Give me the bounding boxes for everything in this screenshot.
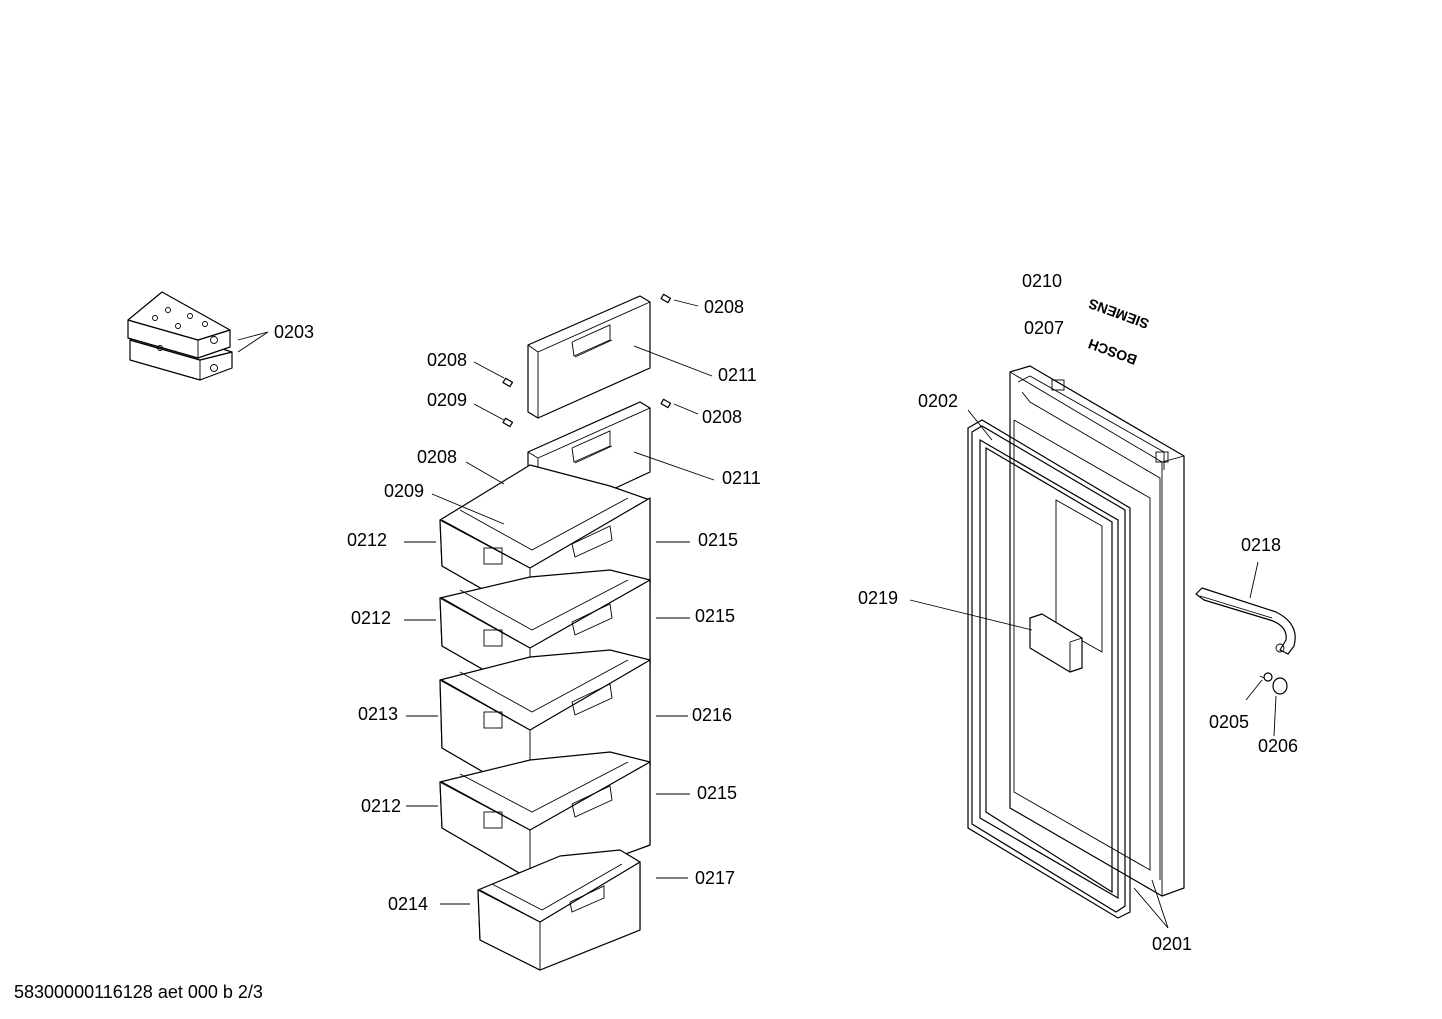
brand-badge-bosch: BOSCH — [1086, 336, 1139, 368]
callout-0215-third: 0215 — [697, 783, 737, 803]
callout-0206: 0206 — [1258, 736, 1298, 756]
callout-0216: 0216 — [692, 705, 732, 725]
callout-0211-lower: 0211 — [722, 468, 761, 488]
door-handle — [1195, 587, 1296, 655]
callout-0207: 0207 — [1024, 318, 1064, 338]
freezer-flap-upper — [527, 295, 651, 419]
callout-0202: 0202 — [918, 391, 958, 411]
callout-0201: 0201 — [1152, 934, 1192, 954]
freezer-door — [1009, 365, 1185, 897]
callout-0211-upper: 0211 — [718, 365, 757, 385]
cold-pack-pair — [127, 291, 233, 381]
callout-0212-third: 0212 — [361, 796, 401, 816]
callout-0208-mid-left: 0208 — [417, 447, 457, 467]
callout-0203: 0203 — [274, 322, 314, 342]
callout-0215-first: 0215 — [698, 530, 738, 550]
callout-0213: 0213 — [358, 704, 398, 724]
callout-0217: 0217 — [695, 868, 735, 888]
brand-badge-siemens: SIEMENS — [1086, 296, 1151, 333]
callout-0215-second: 0215 — [695, 606, 735, 626]
callout-0214: 0214 — [388, 894, 428, 914]
callout-0208-top-right: 0208 — [704, 297, 744, 317]
callout-0209-lower: 0209 — [384, 481, 424, 501]
callout-0212-first: 0212 — [347, 530, 387, 550]
callout-0205: 0205 — [1209, 712, 1249, 732]
callout-0210: 0210 — [1022, 271, 1062, 291]
handle-screw-and-cap — [1259, 672, 1288, 695]
door-gasket — [967, 419, 1131, 919]
document-footer-code: 58300000116128 aet 000 b 2/3 — [14, 982, 263, 1002]
callout-0209-upper: 0209 — [427, 390, 467, 410]
drawer-5-small — [477, 849, 641, 971]
door-handle-cover — [1029, 613, 1083, 673]
callout-0212-second: 0212 — [351, 608, 391, 628]
callout-0208-mid-right: 0208 — [702, 407, 742, 427]
callout-0218: 0218 — [1241, 535, 1281, 555]
callout-0208-upper-left: 0208 — [427, 350, 467, 370]
callout-0219: 0219 — [858, 588, 898, 608]
